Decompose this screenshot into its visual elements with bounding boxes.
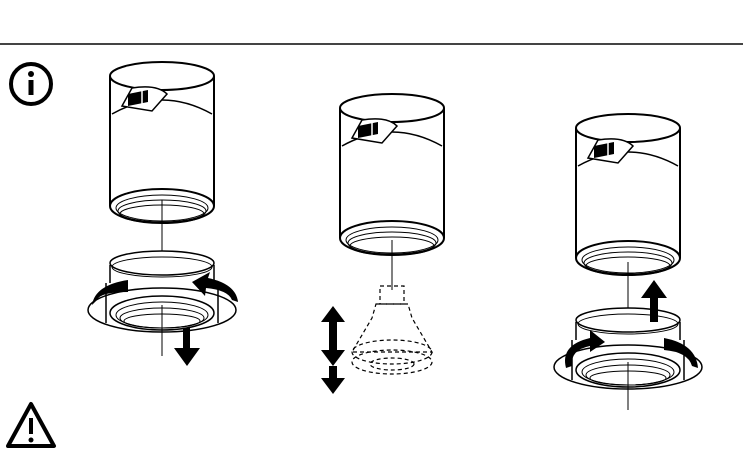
bulb-icon xyxy=(350,285,434,375)
rotate-arrow-icon xyxy=(192,272,238,302)
arrow-down-icon xyxy=(174,328,200,366)
rotate-arrow-icon xyxy=(565,330,605,368)
step-2-replace-bulb xyxy=(321,93,445,394)
warning-triangle-icon xyxy=(6,402,56,448)
info-circle-icon xyxy=(9,62,53,106)
rotate-arrow-icon xyxy=(92,280,128,305)
arrow-up-down-icon xyxy=(321,306,345,366)
step-1-unscrew-ring xyxy=(87,61,238,366)
rotate-arrow-icon xyxy=(664,338,698,368)
step-3-screw-ring xyxy=(553,113,703,410)
arrow-up-icon xyxy=(641,280,667,322)
